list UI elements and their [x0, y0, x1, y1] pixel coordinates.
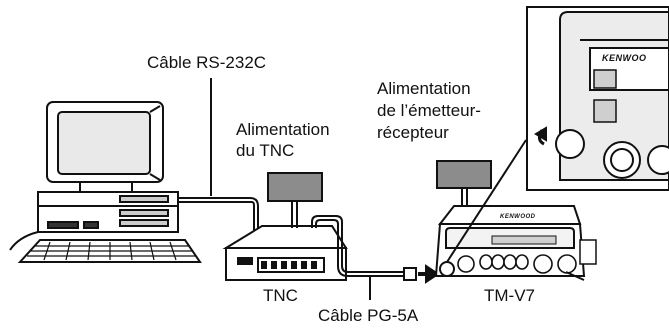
radio-power-label-line3: récepteur	[377, 123, 449, 142]
inset-brand-logo: KENWOO	[602, 53, 647, 63]
computer	[9, 101, 202, 263]
tnc-unit	[222, 225, 348, 281]
tnc-power-label-line1: Alimentation	[236, 120, 330, 139]
tm-v7-label: TM-V7	[484, 286, 535, 305]
monitor-screen	[57, 111, 151, 175]
tm-v7-radio	[434, 205, 597, 281]
inset-detail	[446, 6, 669, 263]
tnc-power-supply	[267, 172, 323, 228]
radio-power-label-line2: de l’émetteur-	[377, 101, 481, 120]
pg5a-cable	[311, 215, 440, 300]
tnc-label: TNC	[263, 286, 298, 305]
connector-plug	[403, 267, 417, 281]
rs232-cable-label: Câble RS-232C	[147, 53, 267, 72]
pg5a-cable-label: Câble PG-5A	[318, 306, 419, 325]
tnc-power-label-line2: du TNC	[236, 141, 295, 160]
radio-brand-logo: KENWOOD	[500, 214, 536, 220]
radio-power-label-line1: Alimentation	[377, 79, 471, 98]
rs232-cable	[178, 78, 259, 245]
radio-power-supply	[436, 160, 492, 218]
